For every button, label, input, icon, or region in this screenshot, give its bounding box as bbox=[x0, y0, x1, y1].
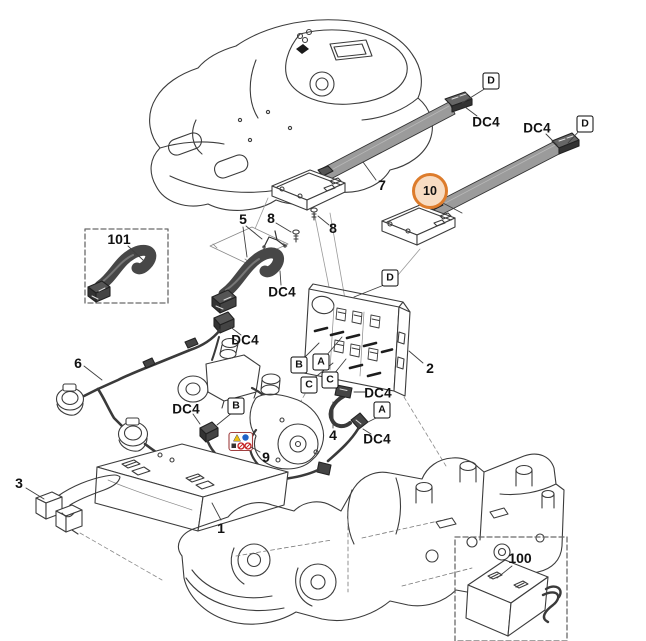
battery-1-art bbox=[94, 443, 289, 532]
leader-lines bbox=[25, 87, 581, 579]
module-7-art bbox=[271, 169, 346, 211]
port-tag: A bbox=[312, 353, 330, 371]
cable-4-art bbox=[281, 384, 369, 481]
ref-box-100 bbox=[454, 536, 568, 641]
port-tag: C bbox=[300, 376, 318, 394]
part-number-label[interactable]: 5 bbox=[239, 211, 247, 227]
ribbon-dc4-mid-art bbox=[211, 247, 284, 314]
port-tag: B bbox=[290, 356, 308, 374]
part-number-label[interactable]: 2 bbox=[426, 360, 434, 376]
part-number-label[interactable]: 8 bbox=[329, 220, 337, 236]
part-number-label[interactable]: 101 bbox=[107, 231, 131, 247]
connector-label-dc4: DC4 bbox=[523, 120, 551, 136]
mainboard-2-art bbox=[303, 283, 411, 397]
port-tag: D bbox=[576, 115, 594, 133]
part-number-label[interactable]: 10 bbox=[412, 173, 448, 209]
part-number-label[interactable]: 7 bbox=[378, 177, 386, 193]
port-tag: B bbox=[227, 397, 245, 415]
port-tag: D bbox=[482, 72, 500, 90]
connector-label-dc4: DC4 bbox=[472, 114, 500, 130]
warning-label-9-art bbox=[228, 431, 254, 452]
module-10-art bbox=[381, 204, 456, 246]
part-number-label[interactable]: 6 bbox=[74, 355, 82, 371]
ribbon-cable-10-art bbox=[427, 132, 580, 219]
chassis-art bbox=[178, 453, 565, 625]
port-tag: A bbox=[373, 401, 391, 419]
connector-label-dc4: DC4 bbox=[172, 401, 200, 417]
connector-label-dc4: DC4 bbox=[364, 385, 392, 401]
connector-label-dc4: DC4 bbox=[231, 332, 259, 348]
ref-100-part-art bbox=[465, 559, 562, 637]
port-tag: D bbox=[381, 269, 399, 287]
part-number-label[interactable]: 1 bbox=[217, 520, 225, 536]
ref-101-part-art bbox=[87, 244, 157, 303]
bracket-3-art bbox=[35, 474, 121, 535]
part-number-label[interactable]: 8 bbox=[267, 210, 275, 226]
ref-box-101 bbox=[84, 228, 169, 304]
screws-8-art bbox=[292, 207, 318, 243]
port-tag: C bbox=[321, 371, 339, 389]
part-number-label[interactable]: 100 bbox=[508, 550, 532, 566]
part-number-label[interactable]: 3 bbox=[15, 475, 23, 491]
connector-label-dc4: DC4 bbox=[268, 284, 296, 300]
part-number-label[interactable]: 9 bbox=[262, 449, 270, 465]
connector-label-dc4: DC4 bbox=[363, 431, 391, 447]
part-number-label[interactable]: 4 bbox=[329, 427, 337, 443]
